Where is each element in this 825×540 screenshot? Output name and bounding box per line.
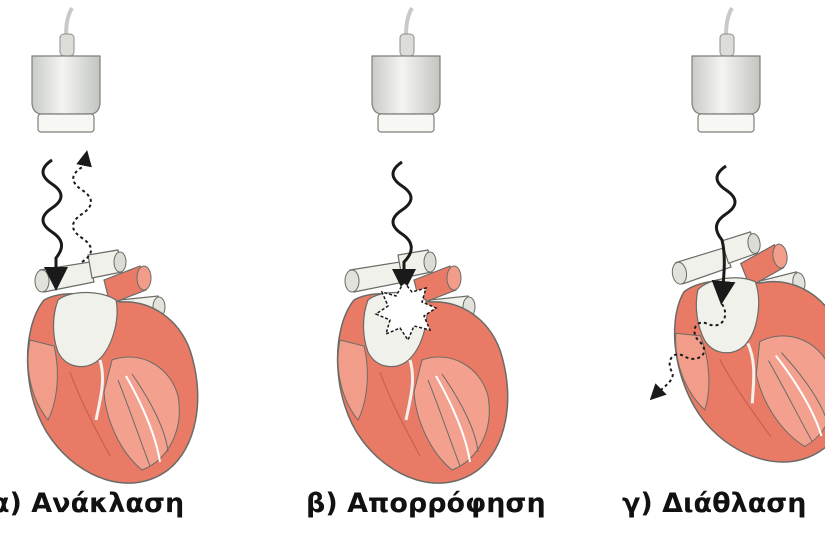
ultrasound-probe-icon bbox=[692, 8, 760, 132]
wave-arrow-icon bbox=[43, 160, 62, 282]
panel-refraction bbox=[654, 8, 825, 475]
wave-arrow-icon bbox=[716, 166, 735, 296]
heart-icon bbox=[28, 250, 198, 483]
panel-absorption bbox=[338, 8, 508, 483]
ultrasound-probe-icon bbox=[372, 8, 440, 132]
caption-reflection: α) Ανάκλαση bbox=[0, 490, 184, 517]
caption-refraction: γ) Διάθλαση bbox=[622, 490, 807, 517]
ultrasound-probe-icon bbox=[32, 8, 100, 132]
heart-icon bbox=[338, 250, 508, 483]
heart-icon bbox=[661, 221, 825, 476]
dotted-wave-arrow-icon bbox=[73, 156, 91, 262]
panel-reflection bbox=[28, 8, 198, 483]
caption-absorption: β) Απορρόφηση bbox=[306, 490, 546, 517]
